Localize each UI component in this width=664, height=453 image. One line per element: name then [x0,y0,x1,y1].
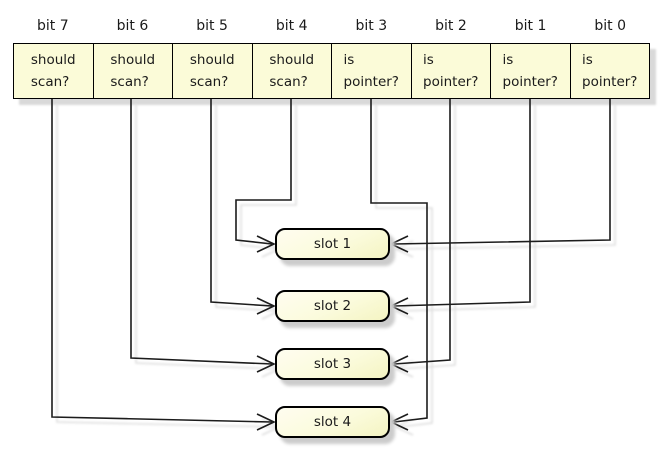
bit0-question-line1: is [582,52,593,68]
bit2-box: is pointer? [410,44,491,98]
bit7-label: bit 7 [37,18,69,34]
connector-bit7-slot4 [51,99,273,423]
connector-bit5-slot2 [210,99,273,307]
slot-2-label: slot 2 [313,298,352,314]
slot-4-label: slot 4 [313,414,352,430]
bit3-question-line1: is [343,52,355,68]
bit3-label: bit 3 [355,18,388,34]
bit4-question-line1: should [269,52,315,68]
bit0-question-line2: pointer? [582,74,638,90]
bit2-question-line1: is [423,52,434,68]
bit3-question-line2: pointer? [343,74,399,90]
bit6-question-line2: scan? [110,74,149,90]
bit1-label: bit 1 [514,18,547,34]
arrowhead-slot1-right [389,235,409,253]
bit-label-row: bit 7 bit 6 bit 5 bit 4 bit 3 bit 2 bit … [13,16,650,36]
slot-4: slot 4 [275,406,390,438]
bit0-label: bit 0 [594,18,626,34]
bit4-box: should scan? [251,44,332,98]
bit-box-row: should scan? should scan? should scan? s… [13,43,650,99]
slot-3-label: slot 3 [313,356,352,372]
slot-1-label: slot 1 [313,236,352,252]
bit5-question-line2: scan? [189,74,229,90]
bit7-box: should scan? [14,44,93,98]
bit5-question-line1: should [189,52,235,68]
connector-bit1-slot2 [393,99,531,307]
arrowhead-slot1-left [256,235,276,253]
connector-bit2-slot3 [393,99,451,365]
connector-bit6-slot3 [130,99,273,365]
bit2-question-line2: pointer? [423,74,479,90]
bit7-question-line1: should [30,52,76,68]
bit6-question-line1: should [110,52,156,68]
arrowhead-slot4-right [389,413,409,431]
bit6-box: should scan? [92,44,173,98]
bit1-box: is pointer? [490,44,570,98]
arrowhead-slot2-left [256,297,276,315]
connector-bit4-slot1 [235,99,292,245]
bit4-label: bit 4 [275,18,308,34]
bit2-label: bit 2 [435,18,467,34]
bit5-box: should scan? [172,44,252,98]
bit4-question-line2: scan? [269,74,308,90]
bit5-label: bit 5 [196,18,228,34]
connector-bit0-slot1 [393,99,611,245]
bit0-box: is pointer? [569,44,650,98]
bit1-question-line1: is [502,52,514,68]
slot-1: slot 1 [275,228,390,260]
arrowhead-slot3-left [256,355,276,373]
slot-2: slot 2 [275,290,390,322]
arrowhead-slot3-right [389,355,409,373]
slot-3: slot 3 [275,348,390,380]
arrowhead-slot4-left [256,413,276,431]
bit6-label: bit 6 [116,18,149,34]
bit3-box: is pointer? [331,44,411,98]
arrowhead-slot2-right [389,297,409,315]
bit1-question-line2: pointer? [502,74,558,90]
bit7-question-line2: scan? [30,74,70,90]
